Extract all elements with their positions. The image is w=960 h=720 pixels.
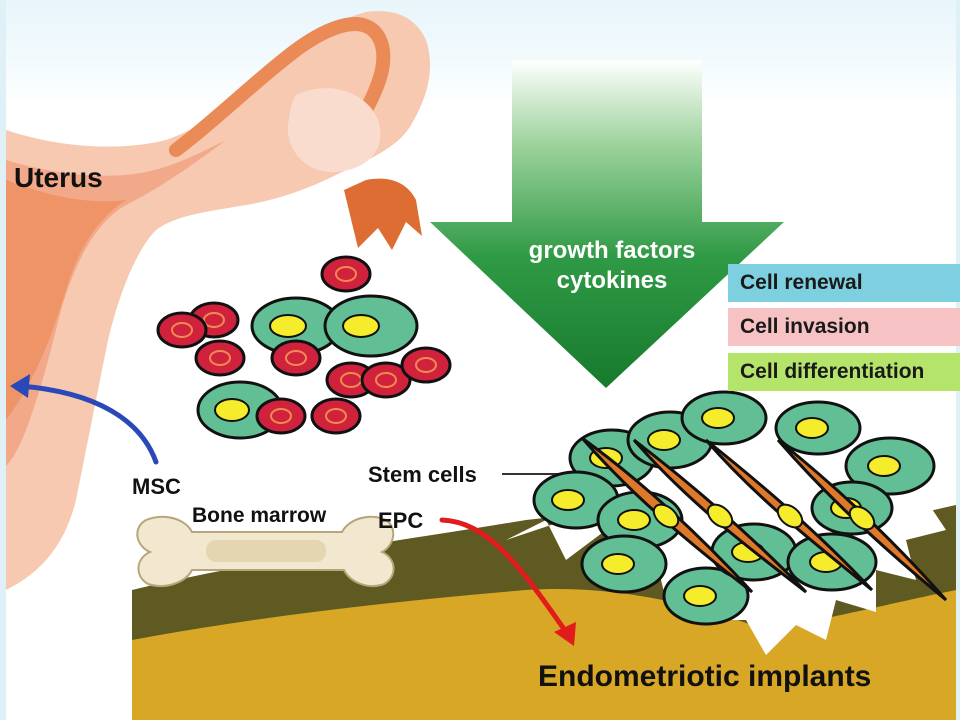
msc-label: MSC: [132, 474, 181, 499]
growth-factor-arrow: [430, 60, 784, 388]
red-blood-cell: [194, 339, 246, 377]
tissue-gold-layer: [132, 589, 956, 720]
slide-left-border: [0, 0, 6, 720]
stem-cell: [323, 294, 419, 358]
epc-label: EPC: [378, 508, 424, 533]
red-blood-cell: [156, 311, 208, 349]
ovary: [287, 88, 381, 173]
diagram-canvas: [6, 11, 956, 720]
arrow-label-line2: cytokines: [556, 267, 668, 294]
red-blood-cell: [255, 397, 307, 435]
stem-cell: [580, 534, 668, 594]
spindle-cell: [632, 438, 808, 594]
legend-cell-differentiation: Cell differentiation: [728, 353, 960, 391]
red-blood-cell: [320, 255, 372, 293]
stem-cells-label: Stem cells: [368, 462, 477, 487]
bone-illustration: [136, 515, 395, 588]
stem-cell: [774, 400, 862, 456]
red-blood-cell: [400, 346, 452, 384]
red-blood-cell: [310, 397, 362, 435]
uterus-label: Uterus: [14, 162, 103, 193]
cell-cluster: [156, 255, 452, 440]
stem-cell: [680, 390, 768, 446]
red-blood-cell: [360, 361, 412, 399]
fallopian-tube: [169, 17, 391, 157]
arrow-label-line1: growth factors: [528, 237, 696, 264]
stem-cell: [844, 436, 936, 496]
implant-cell-mass: [532, 390, 948, 626]
epc-arrow: [439, 517, 576, 646]
msc-arrow: [10, 374, 159, 465]
red-blood-cell: [270, 339, 322, 377]
uterus-lining: [6, 180, 126, 420]
stem-cell: [532, 470, 620, 530]
slide-header-band: [0, 0, 960, 108]
legend-cell-renewal: Cell renewal: [728, 264, 960, 302]
stem-cell: [662, 566, 750, 626]
legend-cell-invasion: Cell invasion: [728, 308, 960, 346]
spindle-cell: [580, 436, 754, 594]
bone-marrow-label: Bone marrow: [192, 504, 327, 527]
uterus-illustration: [6, 11, 431, 590]
spindle-cell: [776, 438, 948, 602]
fimbriae: [344, 178, 422, 250]
endometriosis-diagram: growth factors cytokines Uterus MSC Bone…: [6, 0, 956, 720]
arrow-label: growth factors cytokines: [502, 236, 722, 296]
endometriotic-implants-label: Endometriotic implants: [538, 660, 872, 693]
spindle-cell: [704, 438, 874, 592]
